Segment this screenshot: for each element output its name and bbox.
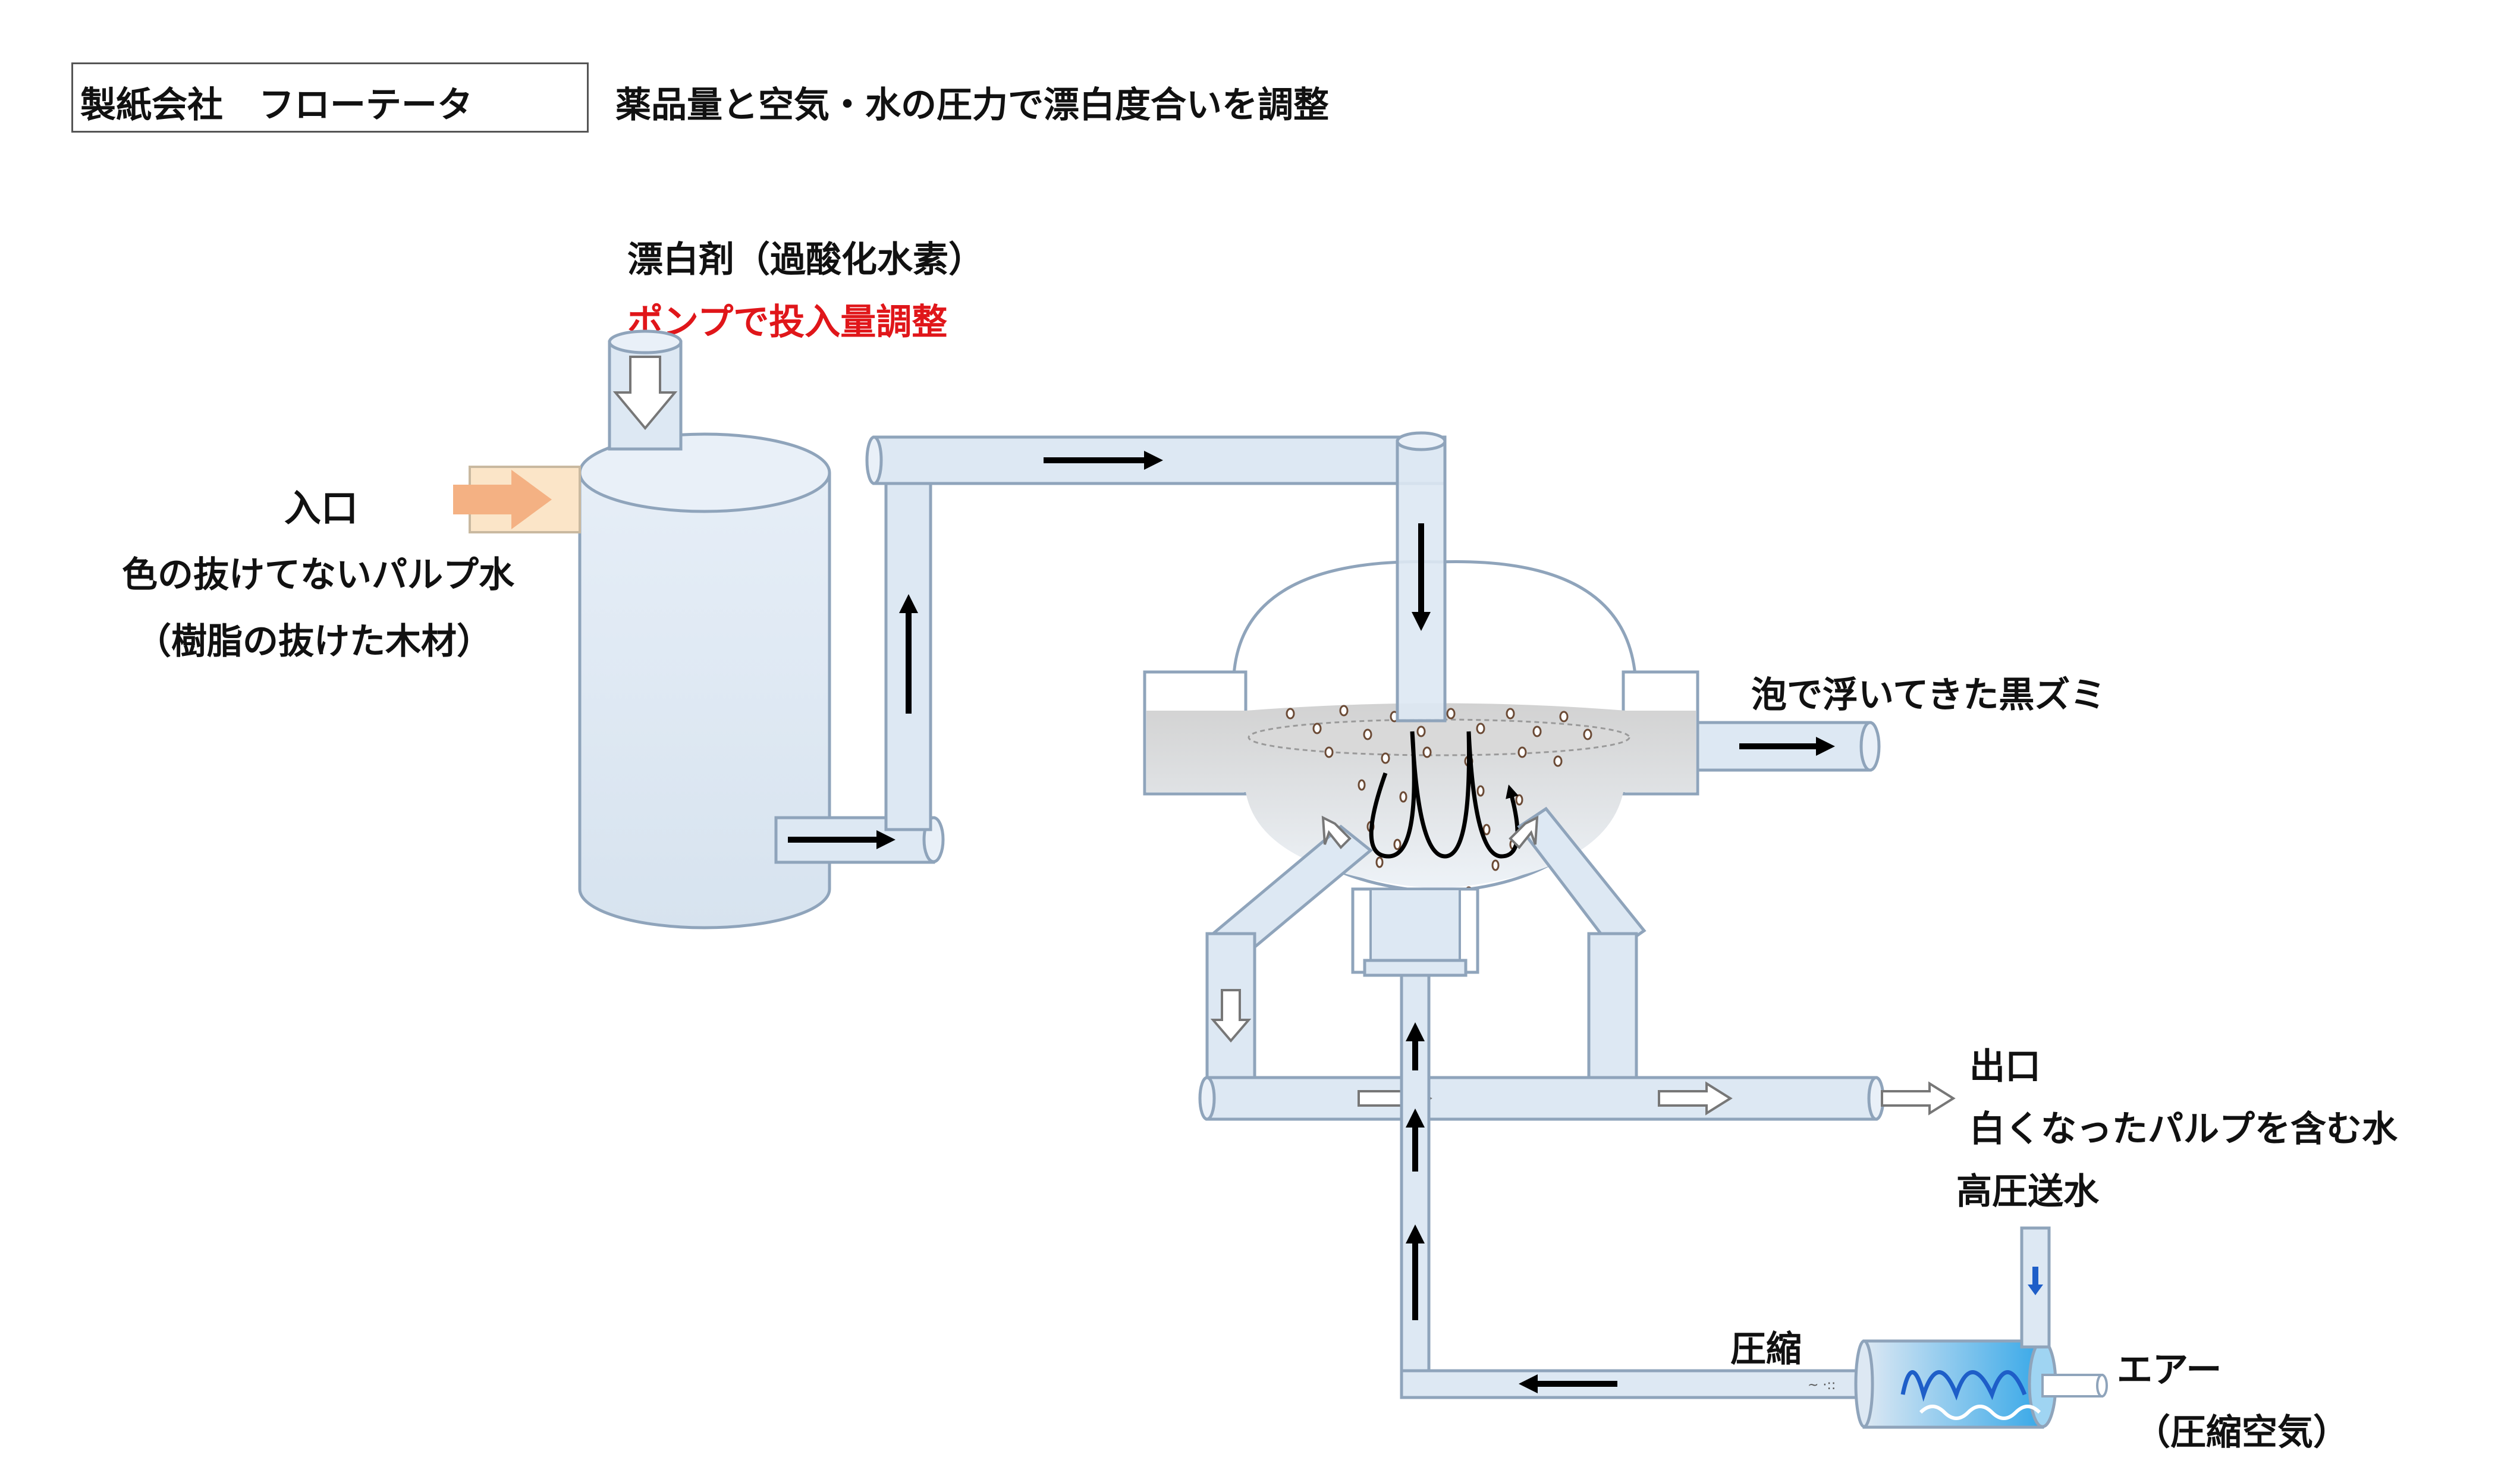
- mixing-tank: [578, 432, 831, 929]
- inlet-wood-label: （樹脂の抜けた木材）: [136, 621, 492, 662]
- air-compressor: [1854, 1226, 2108, 1429]
- foam-label: 泡で浮いてきた黒ズミ: [1751, 674, 2106, 716]
- side-return-pipes: [1205, 806, 1647, 1084]
- water-feed-arrow: [2028, 1267, 2043, 1295]
- riser-pipe: [884, 477, 932, 831]
- air-label: エアー: [2117, 1349, 2222, 1391]
- bleach-label: 漂白剤（過酸化水素）: [627, 239, 984, 281]
- page-subtitle: 薬品量と空気・水の圧力で漂白度合いを調整: [615, 84, 1329, 126]
- nozzle-assembly: [1351, 887, 1479, 977]
- inflow-arrow-left: [1321, 815, 1352, 849]
- pressure-feed-pipe: [1400, 973, 1431, 1399]
- inlet-label: 入口: [284, 486, 359, 530]
- title-box: [71, 62, 589, 133]
- air-wave: [1919, 1405, 2041, 1420]
- outlet-flow-arrow-3: [1881, 1081, 1956, 1116]
- outlet-flow-arrow-2: [1658, 1081, 1733, 1116]
- bleach-flow-arrow: [612, 356, 678, 431]
- mixing-swirl: [1369, 731, 1520, 859]
- pulp-inlet-pipe: [453, 466, 581, 533]
- compression-label: 圧縮: [1730, 1329, 1802, 1370]
- bleach-inlet-pipe: [608, 329, 683, 451]
- inlet-flow-arrow: [453, 470, 552, 529]
- vessel-inlet-pipe: [1396, 431, 1447, 723]
- down-flow-arrow: [1210, 989, 1252, 1043]
- outlet-pipe: [1198, 1076, 1956, 1121]
- top-transfer-pipe: [865, 435, 1447, 485]
- pump-adjust-label: ポンプで投入量調整: [627, 302, 948, 343]
- outlet-desc-label: 白くなったパルプを含む水: [1969, 1108, 2398, 1150]
- air-desc-label: （圧縮空気）: [2135, 1412, 2349, 1453]
- inlet-desc-label: 色の抜けてないパルプ水: [122, 554, 514, 596]
- compression-wave: [1900, 1370, 2027, 1402]
- outlet-label: 出口: [1969, 1046, 2041, 1088]
- flotation-vessel: [1143, 560, 1881, 894]
- compressed-line: ~ ·::: [1400, 1369, 1867, 1399]
- svg-text:~ ·::: ~ ·::: [1808, 1378, 1836, 1393]
- page-title: 製紙会社 フローテータ: [80, 84, 473, 126]
- high-pressure-water-label: 高圧送水: [1956, 1171, 2099, 1213]
- inflow-arrow-right: [1509, 815, 1539, 849]
